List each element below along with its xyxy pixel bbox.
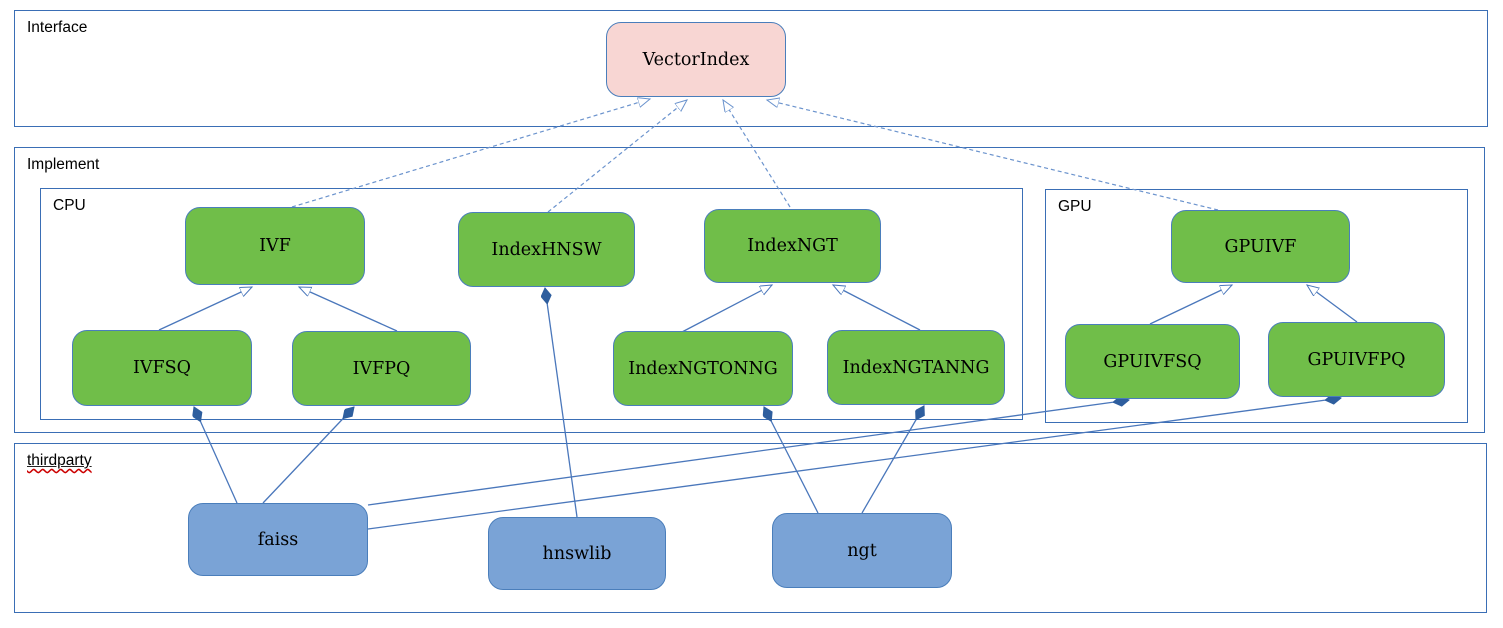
node-ngt[interactable]: ngt <box>772 513 952 588</box>
thirdparty-misspelling-squiggle: thirdparty <box>27 452 92 469</box>
container-cpu-label: CPU <box>53 197 86 214</box>
node-gpuivfpq-label: GPUIVFPQ <box>1307 349 1406 370</box>
container-thirdparty-label: thirdparty <box>27 452 92 470</box>
node-ivfpq[interactable]: IVFPQ <box>292 331 471 406</box>
node-hnswlib[interactable]: hnswlib <box>488 517 666 590</box>
node-indexngtanng-label: IndexNGTANNG <box>842 357 990 378</box>
node-ivfpq-label: IVFPQ <box>352 358 411 379</box>
node-ngt-label: ngt <box>847 540 877 561</box>
node-faiss[interactable]: faiss <box>188 503 368 576</box>
node-vectorindex[interactable]: VectorIndex <box>606 22 786 97</box>
container-interface-label: Interface <box>27 19 88 36</box>
node-faiss-label: faiss <box>257 529 299 550</box>
container-gpu-label: GPU <box>1058 198 1092 215</box>
node-indexngt-label: IndexNGT <box>747 236 838 256</box>
node-indexngtonng[interactable]: IndexNGTONNG <box>613 331 793 406</box>
node-ivfsq[interactable]: IVFSQ <box>72 330 252 406</box>
node-gpuivf[interactable]: GPUIVF <box>1171 210 1350 283</box>
node-gpuivfsq-label: GPUIVFSQ <box>1103 351 1202 372</box>
node-indexngtonng-label: IndexNGTONNG <box>628 358 778 379</box>
node-gpuivf-label: GPUIVF <box>1224 236 1297 257</box>
node-indexngtanng[interactable]: IndexNGTANNG <box>827 330 1005 405</box>
node-gpuivfsq[interactable]: GPUIVFSQ <box>1065 324 1240 399</box>
node-hnswlib-label: hnswlib <box>542 543 612 564</box>
node-vectorindex-label: VectorIndex <box>642 49 750 70</box>
node-indexhnsw[interactable]: IndexHNSW <box>458 212 635 287</box>
node-indexhnsw-label: IndexHNSW <box>491 239 602 260</box>
node-ivf-label: IVF <box>259 236 291 256</box>
container-implement-label: Implement <box>27 156 100 173</box>
node-ivf[interactable]: IVF <box>185 207 365 285</box>
node-indexngt[interactable]: IndexNGT <box>704 209 881 283</box>
node-ivfsq-label: IVFSQ <box>132 358 192 378</box>
node-gpuivfpq[interactable]: GPUIVFPQ <box>1268 322 1445 397</box>
